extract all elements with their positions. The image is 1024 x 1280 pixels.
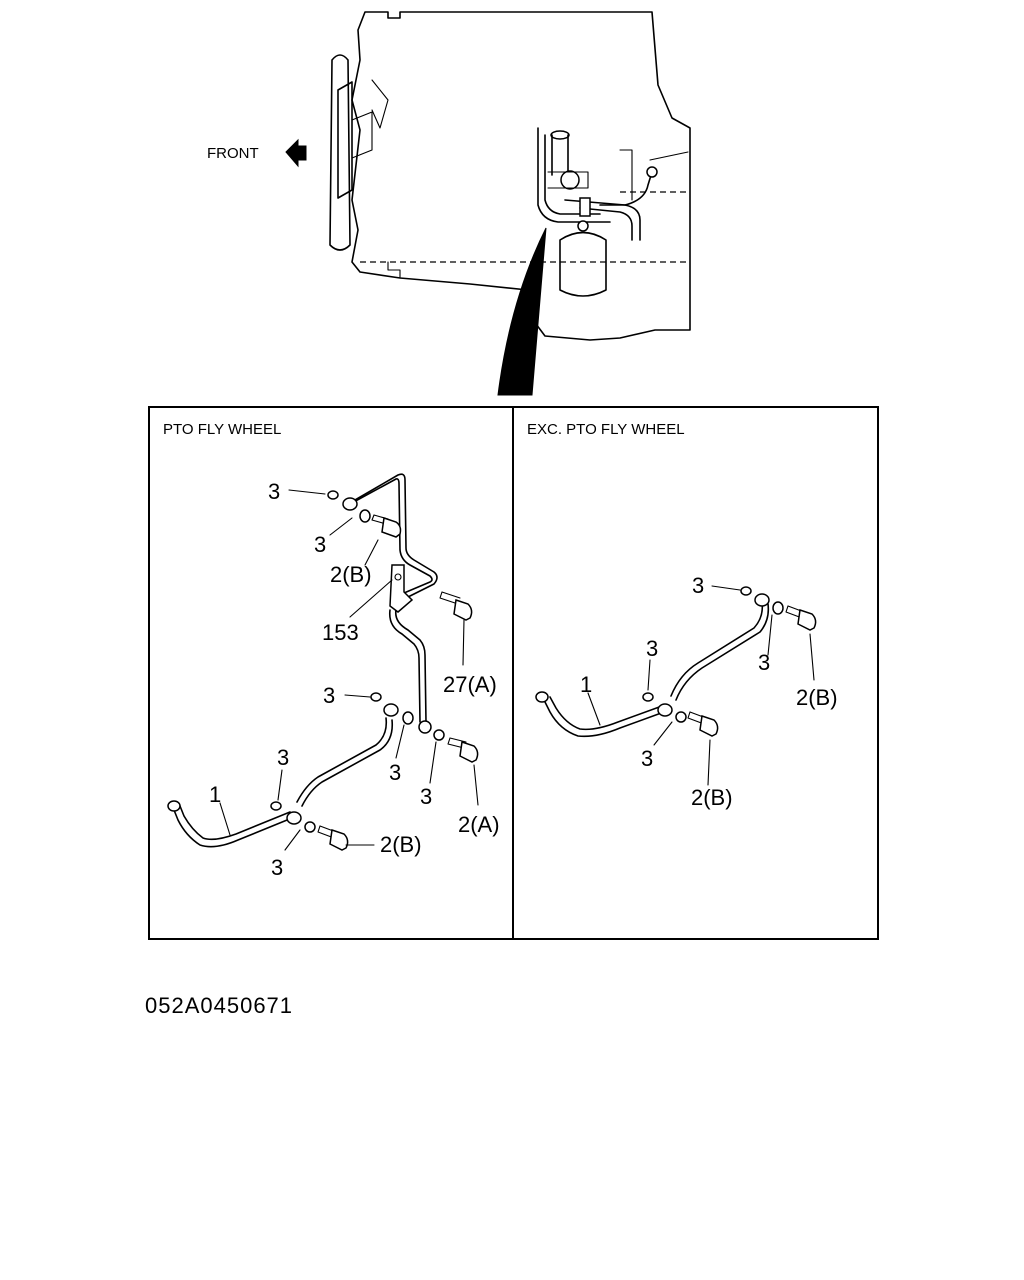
- bolt-2a: [447, 737, 479, 763]
- panel-pto-fly-wheel: PTO FLY WHEEL: [163, 421, 500, 880]
- engine-overview: FRONT: [207, 11, 691, 396]
- front-label: FRONT: [207, 145, 259, 162]
- callout-pipe: 1: [209, 782, 221, 807]
- oil-pipe-right: [543, 601, 770, 738]
- bolts-right: [687, 605, 817, 737]
- pipe-fittings-right: [535, 586, 784, 723]
- callout-washer: 3: [389, 760, 401, 785]
- bolt-2b-upper: [371, 514, 402, 538]
- panel-title-exc-pto: EXC. PTO FLY WHEEL: [527, 421, 685, 438]
- pipe-fittings: [167, 490, 445, 833]
- drawing-code: 052A0450671: [145, 993, 293, 1018]
- callout-bolt-2b: 2(B): [796, 685, 838, 710]
- bolt-2b-upper-right: [785, 605, 817, 631]
- callout-washer: 3: [277, 745, 289, 770]
- fan-pulley: [329, 54, 389, 251]
- callout-bolt-27a: 27(A): [443, 672, 497, 697]
- callout-bolt-2b: 2(B): [330, 562, 372, 587]
- bolt-2b-lower: [317, 825, 349, 851]
- callout-bolt-2b: 2(B): [691, 785, 733, 810]
- panel-exc-pto-fly-wheel: EXC. PTO FLY WHEEL: [527, 421, 838, 810]
- callout-pipe: 1: [580, 672, 592, 697]
- bracket: [389, 564, 414, 613]
- detail-pointer-icon: [497, 227, 547, 396]
- bolts-left: [317, 514, 479, 851]
- bolt-2b-lower-right: [687, 711, 719, 737]
- callout-washer: 3: [758, 650, 770, 675]
- leader-lines-left: [219, 489, 479, 851]
- front-arrow-icon: [285, 138, 307, 168]
- upper-oil-pipe: [349, 473, 438, 723]
- callout-bracket: 153: [322, 620, 359, 645]
- callout-washer: 3: [692, 573, 704, 598]
- detail-frame: [148, 406, 879, 940]
- callout-washer: 3: [641, 746, 653, 771]
- callout-washer: 3: [323, 683, 335, 708]
- callout-washer: 3: [271, 855, 283, 880]
- callout-washer: 3: [268, 479, 280, 504]
- lower-oil-pipe: [173, 717, 394, 848]
- callout-bolt-2b: 2(B): [380, 832, 422, 857]
- callout-bolt-2a: 2(A): [458, 812, 500, 837]
- oil-filter-area: [537, 127, 689, 297]
- bolt-27a: [439, 591, 473, 621]
- panel-title-pto: PTO FLY WHEEL: [163, 421, 281, 438]
- callout-washer: 3: [420, 784, 432, 809]
- leader-lines-right: [587, 585, 815, 786]
- callout-washer: 3: [314, 532, 326, 557]
- callout-washer: 3: [646, 636, 658, 661]
